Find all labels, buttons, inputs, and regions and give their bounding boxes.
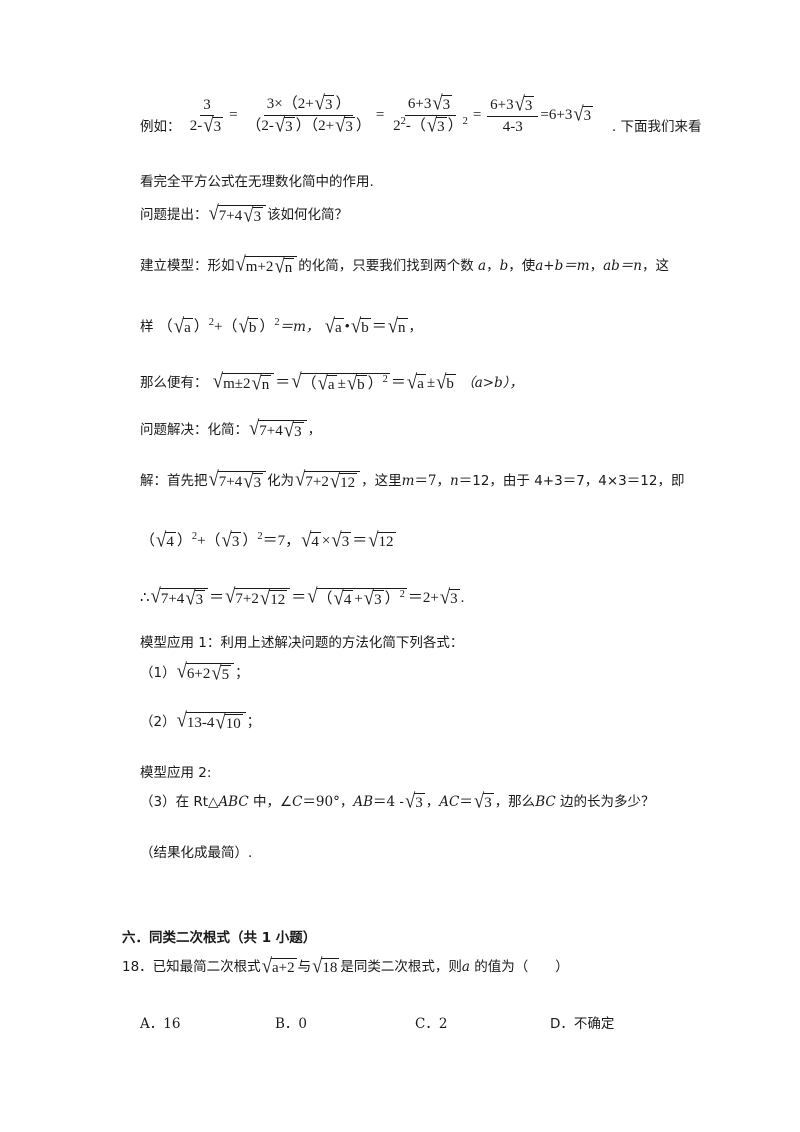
- therefore-line: 那么便有： √m±2√n＝√（√a±√b）2＝√a±√b （a>b），: [140, 369, 523, 395]
- app2-title: 模型应用 2:: [140, 765, 212, 781]
- example-line: 例如： 3 2-√3 = 3×（2+√3） （2-√3）（2+√3） = 6+3…: [140, 93, 702, 137]
- app1-q2: （2）√13-4√10；: [140, 708, 261, 734]
- option-b[interactable]: B．0: [275, 1016, 308, 1032]
- fraction-4: 6+3√3 4-3: [487, 94, 539, 136]
- fraction-1: 3 2-√3: [189, 96, 224, 137]
- solve-line: 问题解决：化简：√7+4√3，: [140, 416, 322, 442]
- app1-q1: （1）√6+2√5；: [140, 659, 249, 685]
- therefore-result-line: ∴√7+4√3＝√7+2√12＝√（√4+√3）2＝2+√3.: [140, 584, 465, 610]
- section-title: 六．同类二次根式（共 1 小题）: [122, 930, 317, 946]
- intro-line-2: 看完全平方公式在无理数化简中的作用.: [140, 174, 374, 190]
- fraction-2: 3×（2+√3） （2-√3）（2+√3）: [246, 91, 371, 138]
- intro-tail: . 下面我们来看: [611, 119, 702, 136]
- option-d[interactable]: D．不确定: [550, 1016, 615, 1032]
- example-equation: 3 2-√3 = 3×（2+√3） （2-√3）（2+√3） = 6+3√3 2…: [185, 93, 598, 136]
- app1-title: 模型应用 1：利用上述解决问题的方法化简下列各式：: [140, 635, 464, 651]
- app2-note: （结果化成最简）.: [140, 845, 253, 861]
- model-line-2: 样 （√a）2+（√b）2＝m， √a•√b＝√n，: [140, 314, 423, 338]
- option-a[interactable]: A．16: [140, 1016, 181, 1032]
- example-label: 例如：: [140, 119, 181, 136]
- solution-line-2: （√4）2+（√3）2＝7，√4×√3＝√12: [140, 528, 396, 552]
- option-c[interactable]: C．2: [415, 1016, 448, 1032]
- app2-q3: （3）在 Rt△ABC 中，∠C＝90°，AB＝4 -√3，AC＝√3，那么BC…: [140, 789, 655, 813]
- fraction-3: 6+3√3 22-（√3）2: [393, 91, 468, 138]
